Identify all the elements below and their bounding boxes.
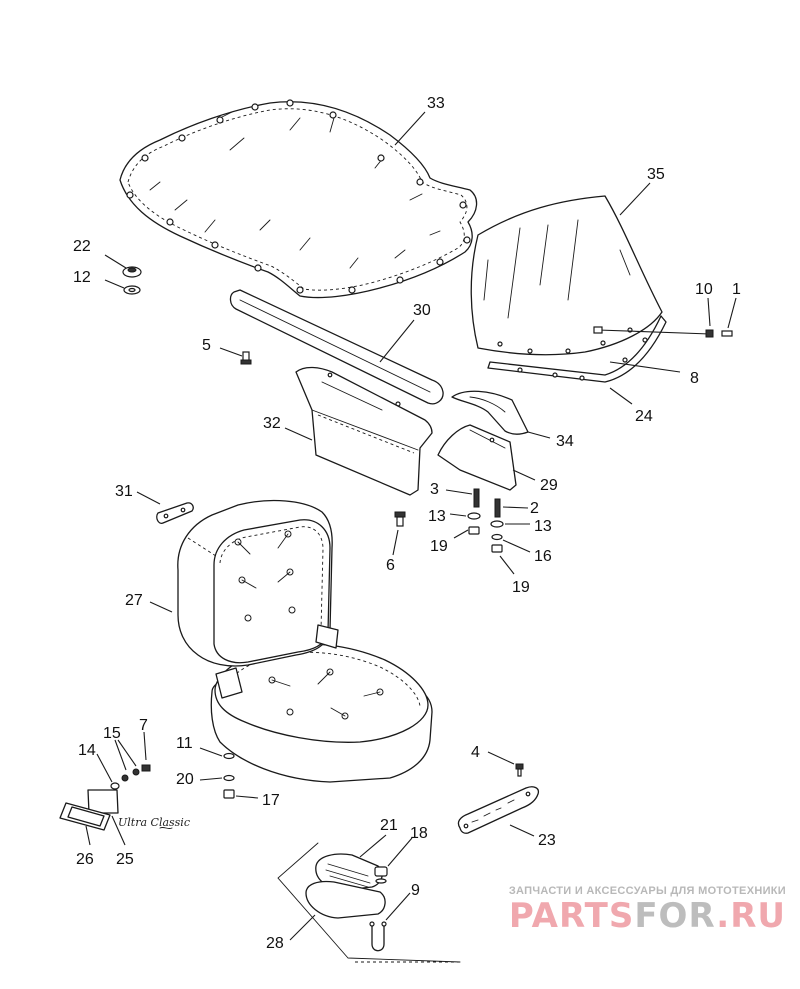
callout-30: 30 [413,302,431,319]
part-17-nut [223,789,235,799]
callout-8: 8 [690,370,699,387]
leader-lines [85,111,737,941]
callout-27: 27 [125,592,143,609]
part-27-seat [177,499,433,783]
callout-6: 6 [386,557,395,574]
part-2-stud [494,498,501,518]
part-4-screw [515,763,524,777]
part-28-group-bracket [277,842,461,963]
part-1-screw [721,330,733,337]
part-9-u-clamp [369,921,387,952]
callout-31: 31 [115,483,133,500]
part-8-screw [593,326,711,335]
callout-15: 15 [103,725,121,742]
callout-5: 5 [202,337,211,354]
callout-33: 33 [427,95,445,112]
callout-12: 12 [73,269,91,286]
callout-29: 29 [540,477,558,494]
part-13-washer-left [467,512,481,520]
callout-7: 7 [139,717,148,734]
callout-20: 20 [176,771,194,788]
part-24-trim-strip [487,315,667,383]
callout-1: 1 [732,281,741,298]
callout-14: 14 [78,742,96,759]
callout-9: 9 [411,882,420,899]
callout-labels: 33 35 22 12 10 1 30 5 8 24 32 34 29 3 2 … [73,95,741,952]
callout-32: 32 [263,415,281,432]
callout-16: 16 [534,548,552,565]
callout-22: 22 [73,238,91,255]
part-20-washer [223,774,235,782]
plate-script-text: Ultra Classic [118,816,190,829]
part-21-footrest-board [305,880,386,919]
callout-13-left: 13 [428,508,446,525]
callout-10: 10 [695,281,713,298]
callout-3: 3 [430,481,439,498]
part-25-name-plate: Ultra Classic [87,789,190,830]
callout-25: 25 [116,851,134,868]
part-22-grommet [122,266,142,278]
part-19-nut-right [491,544,503,553]
callout-34: 34 [556,433,574,450]
part-34-bracket [451,390,529,435]
part-26-backing-plate [59,802,111,831]
part-5-screw [240,351,252,365]
part-16-lockwasher [491,533,503,541]
part-12-washer [123,285,141,295]
part-10-nut [705,329,714,338]
part-7-screw [141,764,151,772]
part-32-pouch [295,366,433,496]
callout-17: 17 [262,792,280,809]
part-31-clip [156,502,194,524]
part-18-nut [374,866,388,884]
part-29-bracket [437,424,517,491]
callout-18: 18 [410,825,428,842]
callout-26: 26 [76,851,94,868]
callout-2: 2 [530,500,539,517]
part-3-stud [473,488,480,508]
callout-35: 35 [647,166,665,183]
part-11-washer [223,752,235,760]
part-6-screw [394,511,406,527]
part-23-rail-pad [457,786,540,834]
callout-24: 24 [635,408,653,425]
part-30-bolster [229,289,444,407]
callout-28: 28 [266,935,284,952]
callout-4: 4 [471,744,480,761]
callout-21: 21 [380,817,398,834]
callout-11: 11 [176,735,193,752]
part-13-washer-right [490,520,504,528]
callout-19-right: 19 [512,579,530,596]
callout-23: 23 [538,832,556,849]
part-19-nut-left [468,526,480,535]
part-33-cover [119,99,478,299]
part-15-washers [121,768,140,782]
callout-13-right: 13 [534,518,552,535]
part-14-nut [110,782,120,790]
callout-19-left: 19 [430,538,448,555]
